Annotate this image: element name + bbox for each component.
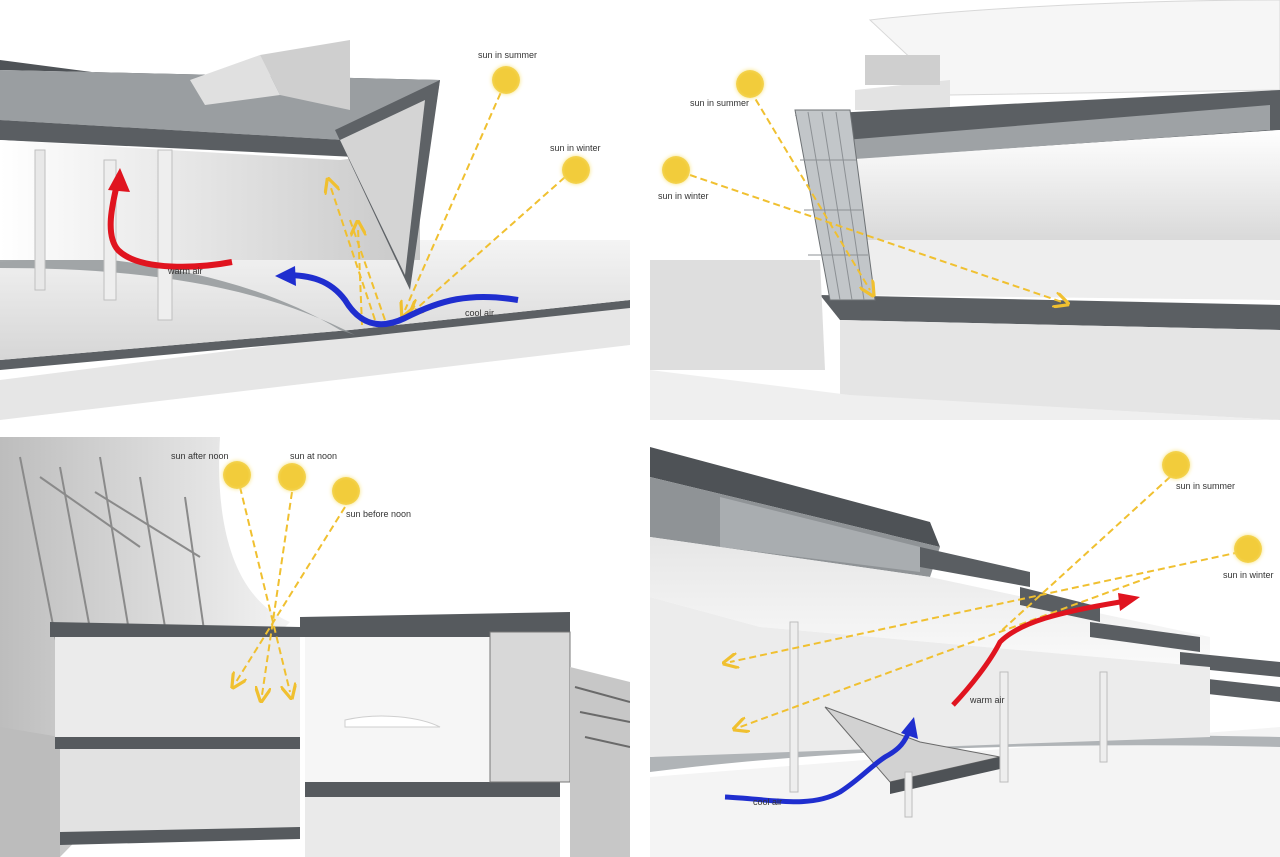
cool-air-arrowhead [901,717,918,739]
stepped-edge-lines [574,686,630,748]
section-drawing [650,447,1280,857]
upper-room [840,130,1280,240]
roof-fin [190,55,280,105]
roof-beam [720,497,920,572]
section-drawing [650,0,1280,420]
section-drawing [0,437,630,857]
floor-slab [55,737,300,749]
warm-air-arrowhead [1118,593,1140,611]
warm-air-arrow-icon [107,179,233,270]
middle-room [840,240,1280,300]
column [904,771,913,818]
column [34,149,46,291]
stepped-edge [570,667,630,857]
label-sun-summer: sun in summer [1176,481,1236,491]
warm-air-arrowhead [108,168,130,192]
label-cool-air: cool air [753,797,783,807]
warm-air-arrow-icon [951,599,1121,707]
panel-facade-sun-angles: sun in summer sun in winter [650,0,1280,420]
floor-slab [305,782,560,797]
label-sun-winter: sun in winter [1223,570,1274,580]
section-drawing [0,40,630,420]
roof-fin [260,40,350,110]
ground [650,370,1280,420]
panel-atrium-ventilation: sun in summer sun in winter warm air coo… [650,437,1280,857]
roof-slab [300,612,570,637]
label-sun-before-noon: sun before noon [346,509,412,519]
panel-summer-winter-ventilation: sun in summer sun in winter warm air coo… [0,0,630,420]
label-sun-winter: sun in winter [550,143,601,153]
shell-base [0,727,60,857]
sun-icon [332,477,360,505]
ground-floor [650,727,1280,857]
ground-slab [0,300,630,420]
balcony [855,80,950,110]
sun-icon [492,66,520,94]
label-sun-at-noon: sun at noon [290,451,338,461]
canopy [868,0,1280,96]
room-right-lower [305,797,560,857]
label-sun-after-noon: sun after noon [171,451,229,461]
column [157,149,173,321]
column [999,671,1009,783]
cool-air-arrow-icon [724,728,913,805]
panel-daily-sun-path: sun after noon sun at noon sun before no… [0,437,630,857]
sun-icon [278,463,306,491]
facade-inner-face [340,100,425,275]
label-sun-summer: sun in summer [478,50,538,60]
ceiling [650,537,1210,667]
floor-slab [60,827,300,845]
label-warm-air: warm air [168,266,203,276]
lower-room [840,320,1280,420]
column [1099,671,1108,763]
room-lower [60,749,300,832]
label-warm-air: warm air [970,695,1005,705]
sun-rays [689,89,1062,302]
floor-slab [50,622,300,637]
sun-icon [1234,535,1262,563]
label-cool-air: cool air [465,308,495,318]
label-sun-summer: sun in summer [690,98,750,108]
sun-rays [330,82,574,326]
upper-beams [845,105,1270,160]
sun-rays [236,486,346,695]
sun-icon [1162,451,1190,479]
adjacent-ground [650,260,825,370]
roof-soffit-edge [0,120,430,160]
balcony-rail [865,55,940,85]
sun-icon [223,461,251,489]
middle-slab [820,295,1280,330]
room-right [305,637,490,782]
sun-icon [736,70,764,98]
service-core [489,631,571,783]
mullions [800,111,868,301]
slab-edge [0,300,630,370]
label-sun-winter: sun in winter [658,191,709,201]
glazed-facade [794,109,876,301]
glazed-railing [650,735,1280,772]
roof-edge [650,447,940,547]
bridge-edge [890,757,1000,794]
cool-air-arrow-icon [284,272,519,328]
skylight-slot [344,715,441,728]
cool-air-arrowhead [275,266,296,286]
sun-icon [562,156,590,184]
sun-icon [662,156,690,184]
sun-rays [730,476,1241,727]
room-upper [55,637,300,737]
